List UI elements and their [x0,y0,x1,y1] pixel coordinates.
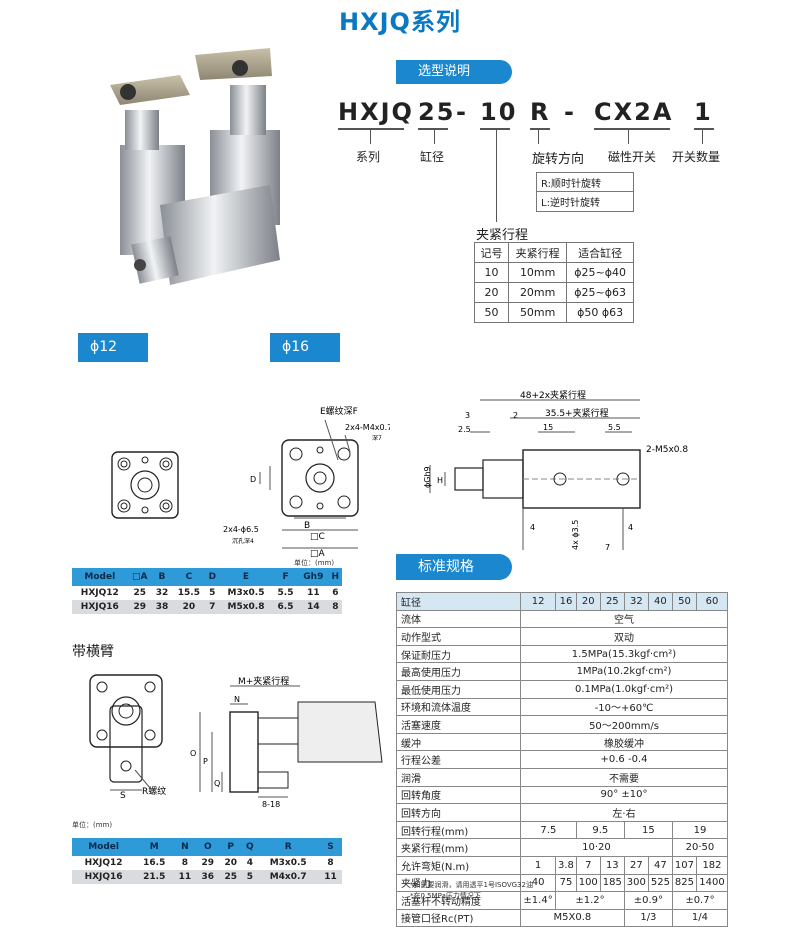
code-dash: - [564,98,576,126]
model-code: HXJQ 25 - 10 R - CX2A 1 [338,98,758,130]
dim-2-5: 2.5 [458,425,471,434]
dim-4b: 4 [628,523,633,532]
dim-15: 15 [543,423,553,432]
arm-front-drawing: S R螺纹 [89,674,166,800]
label-series: 系列 [356,150,381,164]
label-hole: 2x4-ϕ6.5 [223,525,259,534]
dim-m: M+夹紧行程 [238,675,289,687]
spec-header: 标准规格 [396,554,512,580]
unit-label: 单位：(mm) [294,559,335,567]
label-m4: 2x4-M4x0.7 [345,423,390,432]
label-e-thread: E螺纹深F [320,405,358,417]
label-rotation: 旋转方向 [532,152,585,167]
dim-b: B [304,521,310,531]
table-row: 动作型式双动 [396,627,728,646]
selection-header: 选型说明 [396,60,512,84]
arm-side-drawing: M+夹紧行程 N O P Q 8-18 [190,675,383,809]
code-series: HXJQ [338,98,414,126]
tab-16[interactable]: ϕ16 [270,333,340,362]
table-row: 活塞杆不转动精度±1.4°±1.2°±0.9°±0.7° [396,891,729,910]
dim-5-5: 5.5 [608,423,621,432]
code-dash: - [456,98,468,126]
dim-4a: 4 [530,523,535,532]
front-view-drawing [111,451,179,519]
code-bore: 25 [418,98,456,126]
unit-label: 单位：(mm) [72,821,113,829]
label-m5: 2-M5x0.8 [646,445,688,455]
rotation-options: R:顺时针旋转 L:逆时针旋转 [536,172,634,212]
table-row: 行程公差+0.6 -0.4 [396,750,728,769]
dim-h: H [437,476,443,485]
dim-4x35: 4x ϕ3.5 [571,520,580,550]
code-switch-qty: 1 [694,98,713,126]
page-title: HXJQ系列 [339,8,461,36]
label-bore: 缸径 [420,150,445,164]
label-counterbore: 沉孔深4 [232,537,254,545]
dim-q: Q [214,779,220,788]
label-switch-qty: 开关数量 [672,150,721,164]
dim-top: 48+2x夹紧行程 [520,390,586,401]
dim-s: S [120,791,126,800]
code-stroke: 10 [480,98,518,126]
rotation-option: L:逆时针旋转 [541,198,600,209]
label-depth7: 深7 [372,434,382,442]
dim-8-18: 8-18 [262,800,280,809]
code-switch: CX2A [594,98,674,126]
spec-note: *如需要润滑，请用透平1号ISOVG32油 [410,881,533,889]
table-row: 缓冲橡胶缓冲 [396,732,728,752]
dim-2: 2 [513,411,518,420]
dim-35-5: 35.5+夹紧行程 [545,407,609,419]
table-row: 流体空气 [396,609,728,629]
front-view-dimensioned: B □C □A D E螺纹深F 2x4-M4x0.7 深7 2x4-ϕ6.5 沉… [223,405,390,559]
dim-n: N [234,695,240,704]
arm-section-title: 带横臂 [72,644,114,660]
dim-7: 7 [605,543,610,552]
label-r-thread: R螺纹 [142,785,166,797]
dim-c: □C [310,532,325,542]
dim-3: 3 [465,411,470,420]
rotation-option: R:顺时针旋转 [537,173,633,192]
dim-a: □A [310,549,326,559]
label-stroke: 夹紧行程 [476,228,529,243]
dim-o: O [190,749,196,758]
tab-12[interactable]: ϕ12 [78,333,148,362]
table-row: 回转方向左·右 [396,803,728,822]
dim-p: P [203,757,208,766]
label-switch: 磁性开关 [608,150,657,164]
table-row: 润滑不需要 [396,767,728,787]
product-photo [110,48,280,285]
table-row: 环境和流体温度-10～+60℃ [396,697,728,717]
dim-gh9: ϕGh9 [423,466,432,488]
dim-d: D [250,475,256,484]
side-view-drawing: 48+2x夹紧行程 35.5+夹紧行程 3 2 2.5 15 5.5 2-M5x… [423,390,688,552]
spec-note: *在0.5MPa压力情况下 [410,892,481,900]
code-rotation: R [530,98,551,126]
